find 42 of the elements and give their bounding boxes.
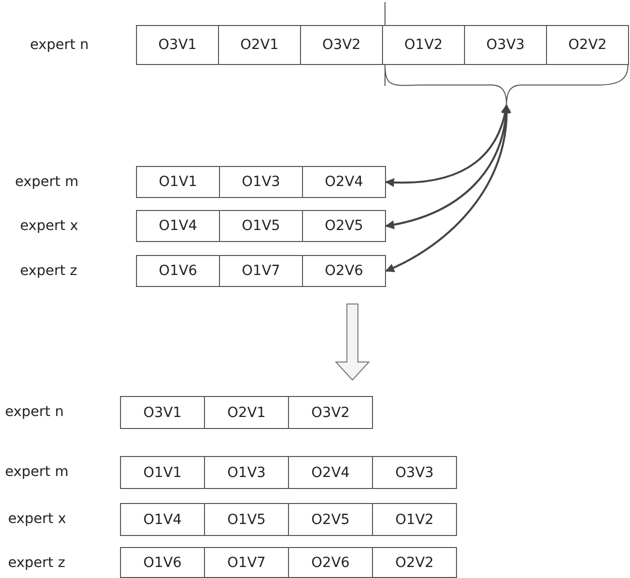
value-cell: O1V3 [204, 456, 289, 489]
value-cell: O3V3 [464, 25, 547, 65]
value-cell: O2V6 [288, 547, 373, 578]
arrow [385, 104, 511, 272]
value-cell: O1V1 [136, 166, 220, 198]
value-cell: O1V5 [219, 210, 303, 242]
value-cell: O2V2 [546, 25, 629, 65]
value-cell: O1V7 [219, 255, 303, 287]
value-cell: O1V2 [382, 25, 465, 65]
value-cell: O2V2 [372, 547, 457, 578]
curly-brace [384, 64, 628, 106]
block-arrow [334, 304, 370, 381]
row-label: expert m [15, 174, 78, 190]
value-cell: O3V2 [288, 396, 373, 429]
value-cell: O1V6 [136, 255, 220, 287]
value-cell: O2V4 [288, 456, 373, 489]
value-cell: O1V6 [120, 547, 205, 578]
value-cell: O3V1 [136, 25, 219, 65]
value-cell: O2V1 [204, 396, 289, 429]
row-label: expert n [5, 404, 64, 420]
row-label: expert n [30, 37, 89, 53]
value-cell: O3V1 [120, 396, 205, 429]
value-cell: O2V1 [218, 25, 301, 65]
row-label: expert x [20, 218, 78, 234]
value-cell: O1V7 [204, 547, 289, 578]
row-label: expert x [8, 511, 66, 527]
row-label: expert m [5, 464, 68, 480]
value-cell: O2V4 [302, 166, 386, 198]
value-cell: O3V3 [372, 456, 457, 489]
value-cell: O1V1 [120, 456, 205, 489]
value-cell: O3V2 [300, 25, 383, 65]
arrow [385, 104, 510, 187]
value-cell: O1V2 [372, 503, 457, 536]
value-cell: O1V3 [219, 166, 303, 198]
value-cell: O1V4 [120, 503, 205, 536]
row-label: expert z [20, 263, 78, 279]
row-label: expert z [8, 555, 66, 571]
value-cell: O1V4 [136, 210, 220, 242]
value-cell: O2V5 [288, 503, 373, 536]
value-cell: O2V6 [302, 255, 386, 287]
value-cell: O1V5 [204, 503, 289, 536]
value-cell: O2V5 [302, 210, 386, 242]
